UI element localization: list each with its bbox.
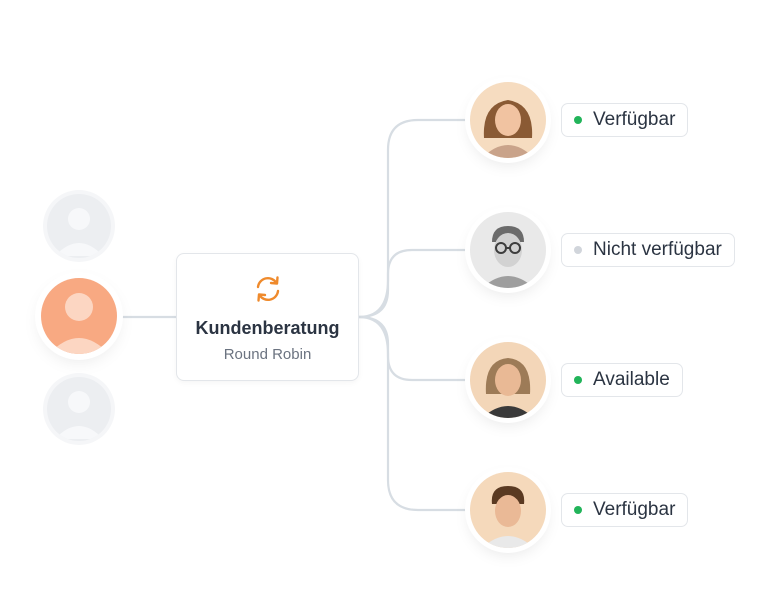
agent-photo — [470, 82, 546, 158]
agent-status-label: Verfügbar — [593, 499, 676, 520]
caller-avatar-bottom — [47, 377, 111, 441]
connector-router-to-agent-4 — [357, 315, 472, 512]
agent-photo — [470, 342, 546, 418]
agent-status-badge-2: Nicht verfügbar — [561, 233, 735, 267]
agent-photo — [470, 472, 546, 548]
agent-status-label: Verfügbar — [593, 109, 676, 130]
agent-status-badge-3: Available — [561, 363, 683, 397]
user-icon — [55, 391, 103, 439]
agent-status-badge-1: Verfügbar — [561, 103, 689, 137]
routing-method: Round Robin — [223, 346, 312, 363]
agent-photo — [470, 212, 546, 288]
caller-avatar-top — [47, 194, 111, 258]
agent-avatar-2 — [470, 212, 546, 288]
agent-status-label: Nicht verfügbar — [593, 239, 722, 260]
routing-group-card[interactable]: Kundenberatung Round Robin — [176, 253, 359, 381]
agent-status-label: Available — [593, 369, 670, 390]
user-icon — [49, 293, 109, 354]
routing-group-title: Kundenberatung — [195, 318, 340, 338]
status-dot — [574, 246, 582, 254]
connector-router-to-agent-1 — [357, 118, 472, 319]
connector-router-to-agent-3 — [357, 315, 472, 382]
agent-avatar-4 — [470, 472, 546, 548]
caller-avatar-active — [41, 278, 117, 354]
agent-avatar-1 — [470, 82, 546, 158]
user-icon — [55, 208, 103, 256]
agent-status-badge-4: Verfügbar — [561, 493, 689, 527]
agent-avatar-3 — [470, 342, 546, 418]
connector-router-to-agent-2 — [357, 248, 472, 319]
round-robin-icon — [256, 276, 280, 302]
status-dot — [574, 506, 582, 514]
status-dot — [574, 116, 582, 124]
status-dot — [574, 376, 582, 384]
